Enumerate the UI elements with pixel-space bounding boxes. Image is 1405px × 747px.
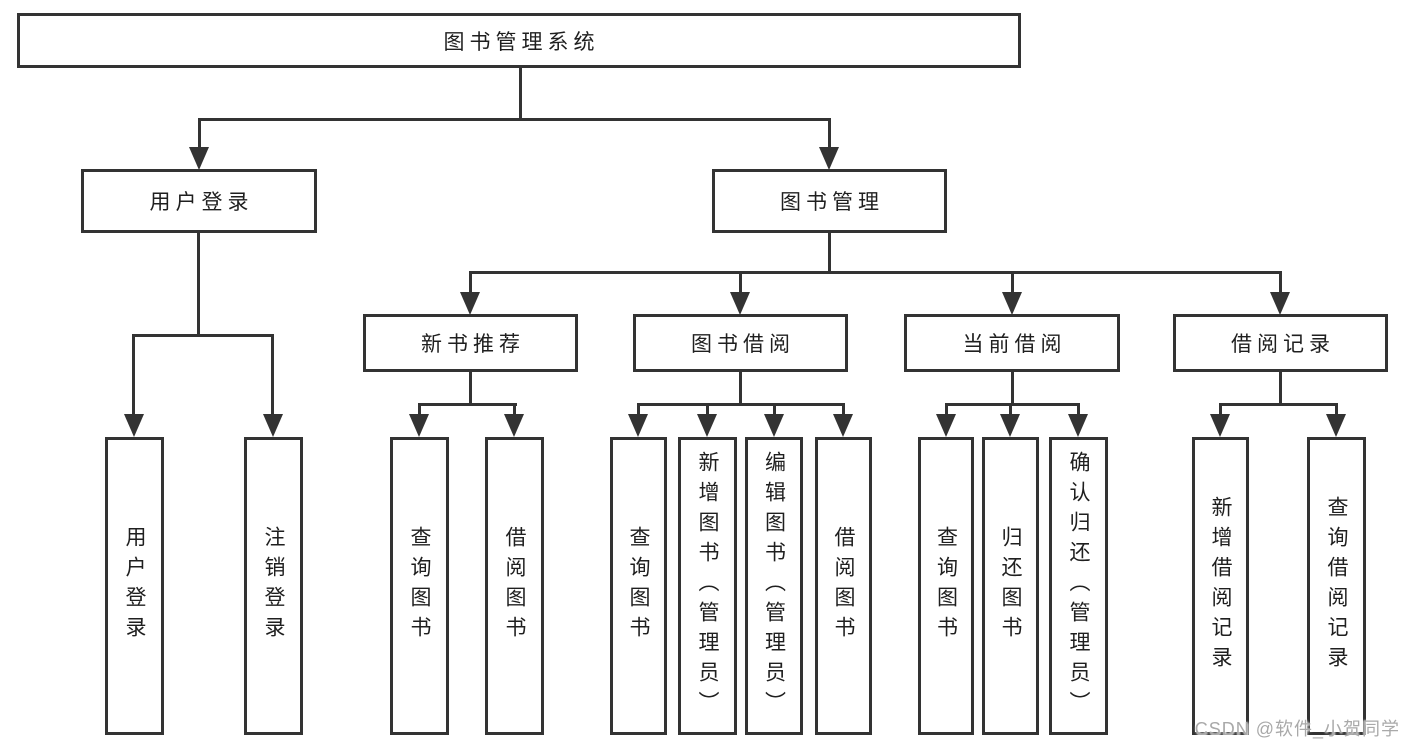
connector-cb-arm-3 bbox=[1077, 403, 1080, 416]
connector-userlogin-stem bbox=[197, 233, 200, 336]
arrowhead-icon bbox=[697, 414, 717, 437]
connector-userlogin-horizontal bbox=[132, 334, 274, 337]
connector-br-arm-1 bbox=[1219, 403, 1222, 416]
node-leaf-br-query-record: 查询借阅记录 bbox=[1307, 437, 1366, 735]
node-leaf-logout-label: 注销登录 bbox=[262, 526, 286, 646]
connector-cb-horizontal bbox=[945, 403, 1080, 406]
connector-root-arm-right bbox=[828, 118, 831, 150]
node-leaf-bb-borrow-books-label: 借阅图书 bbox=[832, 526, 856, 646]
node-leaf-bb-edit-books-label: 编辑图书（管理员） bbox=[762, 451, 786, 721]
connector-nbr-arm-2 bbox=[513, 403, 516, 416]
node-root-label: 图书管理系统 bbox=[443, 30, 600, 54]
arrowhead-icon bbox=[460, 292, 480, 315]
node-book-management: 图书管理 bbox=[712, 169, 947, 233]
arrowhead-icon bbox=[764, 414, 784, 437]
connector-cb-arm-2 bbox=[1009, 403, 1012, 416]
node-leaf-logout: 注销登录 bbox=[244, 437, 303, 735]
connector-nbr-horizontal bbox=[418, 403, 517, 406]
connector-br-arm-2 bbox=[1335, 403, 1338, 416]
connector-nbr-stem bbox=[469, 372, 472, 406]
connector-bb-arm-4 bbox=[842, 403, 845, 416]
node-leaf-br-query-record-label: 查询借阅记录 bbox=[1325, 496, 1349, 676]
arrowhead-icon bbox=[1002, 292, 1022, 315]
connector-bookmgmt-arm-4 bbox=[1279, 271, 1282, 296]
node-leaf-nbr-borrow-books: 借阅图书 bbox=[485, 437, 544, 735]
connector-nbr-arm-1 bbox=[418, 403, 421, 416]
connector-bb-arm-1 bbox=[637, 403, 640, 416]
connector-root-stem bbox=[519, 68, 522, 121]
node-leaf-cb-confirm-return-label: 确认归还（管理员） bbox=[1067, 451, 1091, 721]
node-leaf-bb-borrow-books: 借阅图书 bbox=[815, 437, 872, 735]
arrowhead-icon bbox=[936, 414, 956, 437]
connector-bookmgmt-arm-3 bbox=[1011, 271, 1014, 296]
arrowhead-icon bbox=[263, 414, 283, 437]
connector-bookmgmt-arm-1 bbox=[469, 271, 472, 296]
node-leaf-cb-query-books: 查询图书 bbox=[918, 437, 974, 735]
connector-bb-arm-3 bbox=[773, 403, 776, 416]
node-leaf-user-login: 用户登录 bbox=[105, 437, 164, 735]
node-leaf-bb-add-books: 新增图书（管理员） bbox=[678, 437, 737, 735]
connector-br-stem bbox=[1279, 372, 1282, 406]
connector-root-horizontal bbox=[198, 118, 831, 121]
node-borrow-records-label: 借阅记录 bbox=[1231, 333, 1335, 356]
node-leaf-nbr-query-books-label: 查询图书 bbox=[408, 526, 432, 646]
arrowhead-icon bbox=[1270, 292, 1290, 315]
node-user-login-label: 用户登录 bbox=[149, 191, 254, 214]
connector-br-horizontal bbox=[1219, 403, 1338, 406]
node-leaf-cb-query-books-label: 查询图书 bbox=[934, 526, 958, 646]
node-root: 图书管理系统 bbox=[17, 13, 1021, 68]
connector-bb-stem bbox=[739, 372, 742, 406]
node-leaf-cb-return-books: 归还图书 bbox=[982, 437, 1039, 735]
arrowhead-icon bbox=[1210, 414, 1230, 437]
connector-cb-stem bbox=[1011, 372, 1014, 406]
arrowhead-icon bbox=[628, 414, 648, 437]
connector-bb-arm-2 bbox=[706, 403, 709, 416]
connector-bookmgmt-arm-2 bbox=[739, 271, 742, 296]
node-new-book-recommend-label: 新书推荐 bbox=[421, 333, 525, 356]
arrowhead-icon bbox=[1068, 414, 1088, 437]
arrowhead-icon bbox=[189, 147, 209, 170]
node-leaf-user-login-label: 用户登录 bbox=[123, 526, 147, 646]
connector-userlogin-arm-right bbox=[271, 334, 274, 416]
node-current-borrow-label: 当前借阅 bbox=[962, 333, 1067, 356]
node-current-borrow: 当前借阅 bbox=[904, 314, 1120, 372]
connector-bb-horizontal bbox=[637, 403, 845, 406]
connector-bookmgmt-stem bbox=[828, 233, 831, 274]
csdn-watermark: CSDN @软件_小贺同学 bbox=[1194, 719, 1400, 739]
node-leaf-nbr-borrow-books-label: 借阅图书 bbox=[503, 526, 527, 646]
node-new-book-recommend: 新书推荐 bbox=[363, 314, 578, 372]
arrowhead-icon bbox=[1000, 414, 1020, 437]
arrowhead-icon bbox=[504, 414, 524, 437]
connector-userlogin-arm-left bbox=[132, 334, 135, 416]
arrowhead-icon bbox=[730, 292, 750, 315]
node-leaf-cb-return-books-label: 归还图书 bbox=[999, 526, 1023, 646]
connector-cb-arm-1 bbox=[945, 403, 948, 416]
node-book-management-label: 图书管理 bbox=[780, 191, 884, 214]
node-leaf-br-add-record-label: 新增借阅记录 bbox=[1209, 496, 1233, 676]
connector-root-arm-left bbox=[198, 118, 201, 150]
node-leaf-bb-add-books-label: 新增图书（管理员） bbox=[696, 451, 720, 721]
node-borrow-records: 借阅记录 bbox=[1173, 314, 1388, 372]
node-leaf-bb-query-books: 查询图书 bbox=[610, 437, 667, 735]
node-leaf-cb-confirm-return: 确认归还（管理员） bbox=[1049, 437, 1108, 735]
arrowhead-icon bbox=[1326, 414, 1346, 437]
node-book-borrow: 图书借阅 bbox=[633, 314, 848, 372]
node-leaf-br-add-record: 新增借阅记录 bbox=[1192, 437, 1249, 735]
arrowhead-icon bbox=[833, 414, 853, 437]
node-leaf-bb-query-books-label: 查询图书 bbox=[627, 526, 651, 646]
arrowhead-icon bbox=[409, 414, 429, 437]
node-book-borrow-label: 图书借阅 bbox=[691, 333, 795, 356]
node-user-login: 用户登录 bbox=[81, 169, 317, 233]
arrowhead-icon bbox=[124, 414, 144, 437]
node-leaf-bb-edit-books: 编辑图书（管理员） bbox=[745, 437, 803, 735]
connector-bookmgmt-horizontal bbox=[469, 271, 1281, 274]
node-leaf-nbr-query-books: 查询图书 bbox=[390, 437, 449, 735]
arrowhead-icon bbox=[819, 147, 839, 170]
